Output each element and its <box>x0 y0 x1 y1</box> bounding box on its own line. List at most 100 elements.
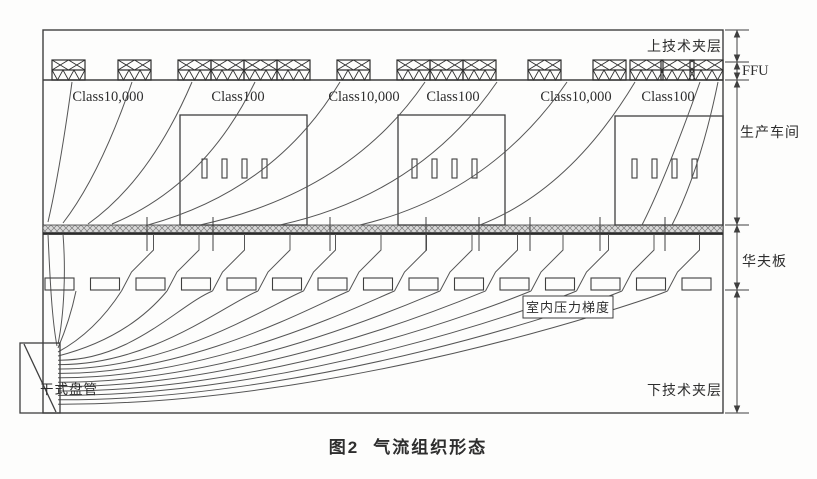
streamline <box>479 81 636 226</box>
streamline <box>87 81 193 225</box>
dimension-arrow-up-icon <box>733 79 741 88</box>
zone-label: Class10,000 <box>328 89 399 105</box>
plenum-beam <box>180 277 212 291</box>
streamline <box>57 290 259 366</box>
dry-coil-diagonal <box>23 343 57 413</box>
streamline <box>62 81 133 224</box>
tool-slot <box>471 158 478 179</box>
streamline <box>47 81 73 223</box>
streamline <box>166 234 200 292</box>
streamline <box>212 234 245 292</box>
tool-slot <box>241 158 248 179</box>
dimension-arrow-down-icon <box>733 282 741 291</box>
streamline <box>121 234 154 292</box>
equipment-box <box>179 114 308 226</box>
tool-slot <box>451 158 458 179</box>
hatched-slab-icon <box>42 224 724 233</box>
waffle-slab-label: 华夫板 <box>742 253 787 269</box>
tool-slot <box>261 158 268 179</box>
plenum-beam <box>135 277 166 291</box>
plenum-beam <box>499 277 530 291</box>
dimension-arrow-up-icon <box>733 29 741 38</box>
streamline <box>111 81 256 225</box>
plenum-beam <box>89 277 121 291</box>
streamline <box>57 290 441 383</box>
tool-slot <box>201 158 208 179</box>
zone-label: Class100 <box>641 89 694 105</box>
streamline <box>359 81 568 226</box>
streamline <box>394 234 427 292</box>
streamline <box>279 81 498 226</box>
dimension-arrow-down-icon <box>733 72 741 81</box>
streamline <box>303 234 336 292</box>
dimension-line <box>725 29 749 414</box>
streamline <box>147 81 341 226</box>
ffu-filter-unit-icon <box>117 59 152 81</box>
streamline <box>57 233 65 345</box>
dimension-arrow-down-icon <box>733 405 741 414</box>
streamline <box>57 290 213 361</box>
zone-label: Class100 <box>211 89 264 105</box>
dimension-arrow-up-icon <box>733 61 741 70</box>
streamline <box>439 234 473 292</box>
plenum-beam <box>362 277 394 291</box>
ffu-filter-unit-icon <box>177 59 212 81</box>
tool-slot <box>631 158 638 179</box>
class-zone-labels: Class10,000 Class100 Class10,000 Class10… <box>72 89 694 105</box>
process-equipment <box>179 114 724 226</box>
ffu-filter-unit-icon <box>210 59 245 81</box>
equipment-box <box>614 115 724 226</box>
plenum-beam <box>271 277 303 291</box>
tool-slot <box>671 158 678 179</box>
dry-coil-outline <box>19 342 61 414</box>
streamline <box>199 81 426 226</box>
streamline <box>257 234 291 292</box>
plenum-beam <box>317 277 348 291</box>
equipment-box <box>397 114 506 226</box>
ffu-filter-unit-icon <box>629 59 664 81</box>
zone-label: Class100 <box>426 89 479 105</box>
plenum-beam <box>681 277 712 291</box>
dimension-arrow-down-icon <box>733 54 741 63</box>
ffu-filter-unit-icon <box>429 59 464 81</box>
dimension-arrow-down-icon <box>733 217 741 226</box>
streamline <box>57 290 168 357</box>
streamline <box>348 234 382 292</box>
streamline <box>47 233 58 347</box>
zone-label: Class10,000 <box>72 89 143 105</box>
streamline <box>57 290 122 353</box>
streamline <box>485 234 518 292</box>
ffu-filter-unit-icon <box>276 59 311 81</box>
ffu-filter-unit-icon <box>51 59 86 81</box>
streamline <box>57 290 532 392</box>
streamline <box>57 290 668 405</box>
workshop-label: 生产车间 <box>740 124 800 140</box>
streamline <box>57 290 395 379</box>
streamline <box>57 290 304 370</box>
pressure-gradient-callout: 室内压力梯度 <box>522 295 614 319</box>
dry-coil-label: 干式盘管 <box>40 381 98 397</box>
tool-slot <box>651 158 658 179</box>
streamline <box>530 234 564 292</box>
tool-slot <box>691 158 698 179</box>
plenum-beam <box>453 277 485 291</box>
streamline <box>671 81 719 226</box>
ffu-filter-unit-icon <box>243 59 278 81</box>
streamline <box>641 81 701 226</box>
dimension-arrow-up-icon <box>733 224 741 233</box>
zone-label: Class10,000 <box>540 89 611 105</box>
upper-plenum-label: 上技术夹层 <box>647 38 722 54</box>
ffu-filter-unit-icon <box>462 59 497 81</box>
ffu-filter-unit-icon <box>592 59 627 81</box>
pressure-gradient-box <box>522 295 614 319</box>
ffu-row <box>51 59 724 81</box>
dimension-arrow-up-icon <box>733 289 741 298</box>
streamline <box>57 290 486 388</box>
plenum-beam <box>44 277 75 291</box>
equipment-slots <box>201 158 698 179</box>
streamline <box>576 234 609 292</box>
ffu-filter-unit-icon <box>336 59 371 81</box>
